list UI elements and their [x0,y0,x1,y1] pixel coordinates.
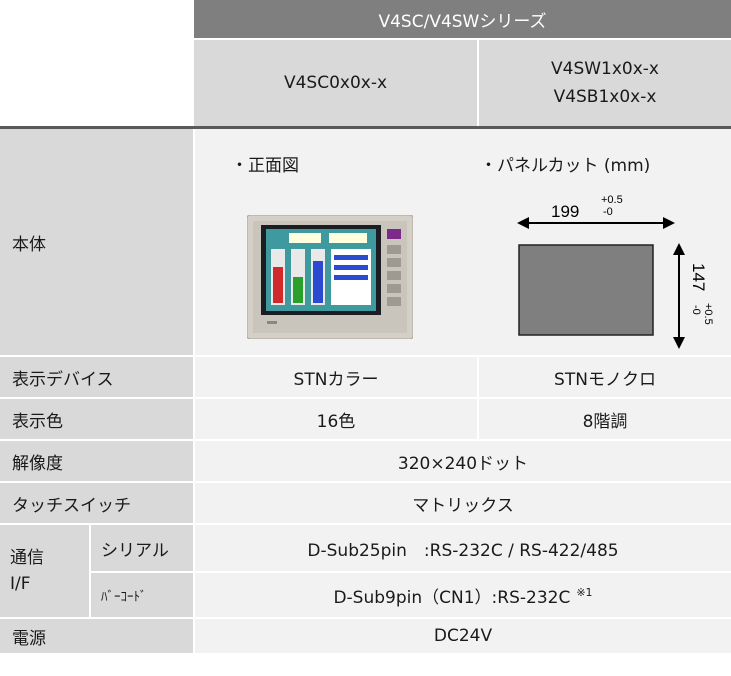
panel-cut-caption: ・パネルカット (mm) [480,156,651,176]
barcode-value: D-Sub9pin（CN1）:RS-232C [333,587,571,608]
width-tolerance-plus: +0.5 [601,194,623,206]
comm-label-line1: 通信 [10,548,44,568]
display-color-row: 表示色 16色 8階調 [0,398,731,441]
resolution-row: 解像度 320×240ドット [0,440,731,483]
series-title: V4SC/V4SWシリーズ [194,0,731,40]
model-b: V4SW1x0x-x V4SB1x0x-x [478,39,731,129]
display-device-row: 表示デバイス STNカラー STNモノクロ [0,356,731,399]
body-figure-cell: ・正面図 ・パネルカット (mm) [194,127,731,357]
serial-label: シリアル [90,524,195,573]
model-header-row: V4SC0x0x-x V4SW1x0x-x V4SB1x0x-x [0,39,731,129]
comm-barcode-row: ﾊﾞｰｺｰﾄﾞ D-Sub9pin（CN1）:RS-232C ※1 [0,572,731,619]
series-header-row: V4SC/V4SWシリーズ [0,0,731,40]
touch-switch-label: タッチスイッチ [0,482,195,525]
comm-label: 通信 I/F [0,524,91,619]
resolution-value: 320×240ドット [194,440,731,483]
height-value: 147 [689,263,708,291]
height-tolerance-plus: +0.5 [702,303,714,325]
display-device-a: STNカラー [194,356,479,399]
header-blank-2 [0,39,194,129]
display-color-a: 16色 [194,398,479,441]
front-view-caption: ・正面図 [231,156,299,176]
touch-switch-row: タッチスイッチ マトリックス [0,482,731,525]
body-row: 本体 ・正面図 ・パネルカット (mm) [0,127,731,357]
serial-value: D-Sub25pin :RS-232C / RS-422/485 [194,524,731,573]
power-value: DC24V [194,618,731,655]
width-value: 199 [551,202,579,221]
display-color-label: 表示色 [0,398,195,441]
barcode-value-cell: D-Sub9pin（CN1）:RS-232C ※1 [194,572,731,619]
model-b-line1: V4SW1x0x-x [551,59,659,79]
width-tolerance-minus: -0 [603,206,613,218]
touch-switch-value: マトリックス [194,482,731,525]
height-tolerance-minus: -0 [690,305,702,315]
power-label: 電源 [0,618,195,655]
model-b-line2: V4SB1x0x-x [553,87,657,107]
barcode-label: ﾊﾞｰｺｰﾄﾞ [90,572,195,619]
body-label: 本体 [0,127,195,357]
panel-cut-diagram: 199 +0.5 -0 147 +0.5 -0 [517,194,714,349]
power-row: 電源 DC24V [0,618,731,655]
display-color-b: 8階調 [478,398,731,441]
display-device-label: 表示デバイス [0,356,195,399]
panel-cut-shape [518,244,654,336]
comm-serial-row: 通信 I/F シリアル D-Sub25pin :RS-232C / RS-422… [0,524,731,619]
barcode-note: ※1 [576,585,593,599]
comm-label-line2: I/F [10,574,31,594]
model-a: V4SC0x0x-x [194,39,479,129]
spec-table: V4SC/V4SWシリーズ V4SC0x0x-x V4SW1x0x-x V4SB… [0,0,731,655]
display-device-b: STNモノクロ [478,356,731,399]
header-blank [0,0,194,39]
resolution-label: 解像度 [0,440,195,483]
device-front-view-image [247,215,413,339]
